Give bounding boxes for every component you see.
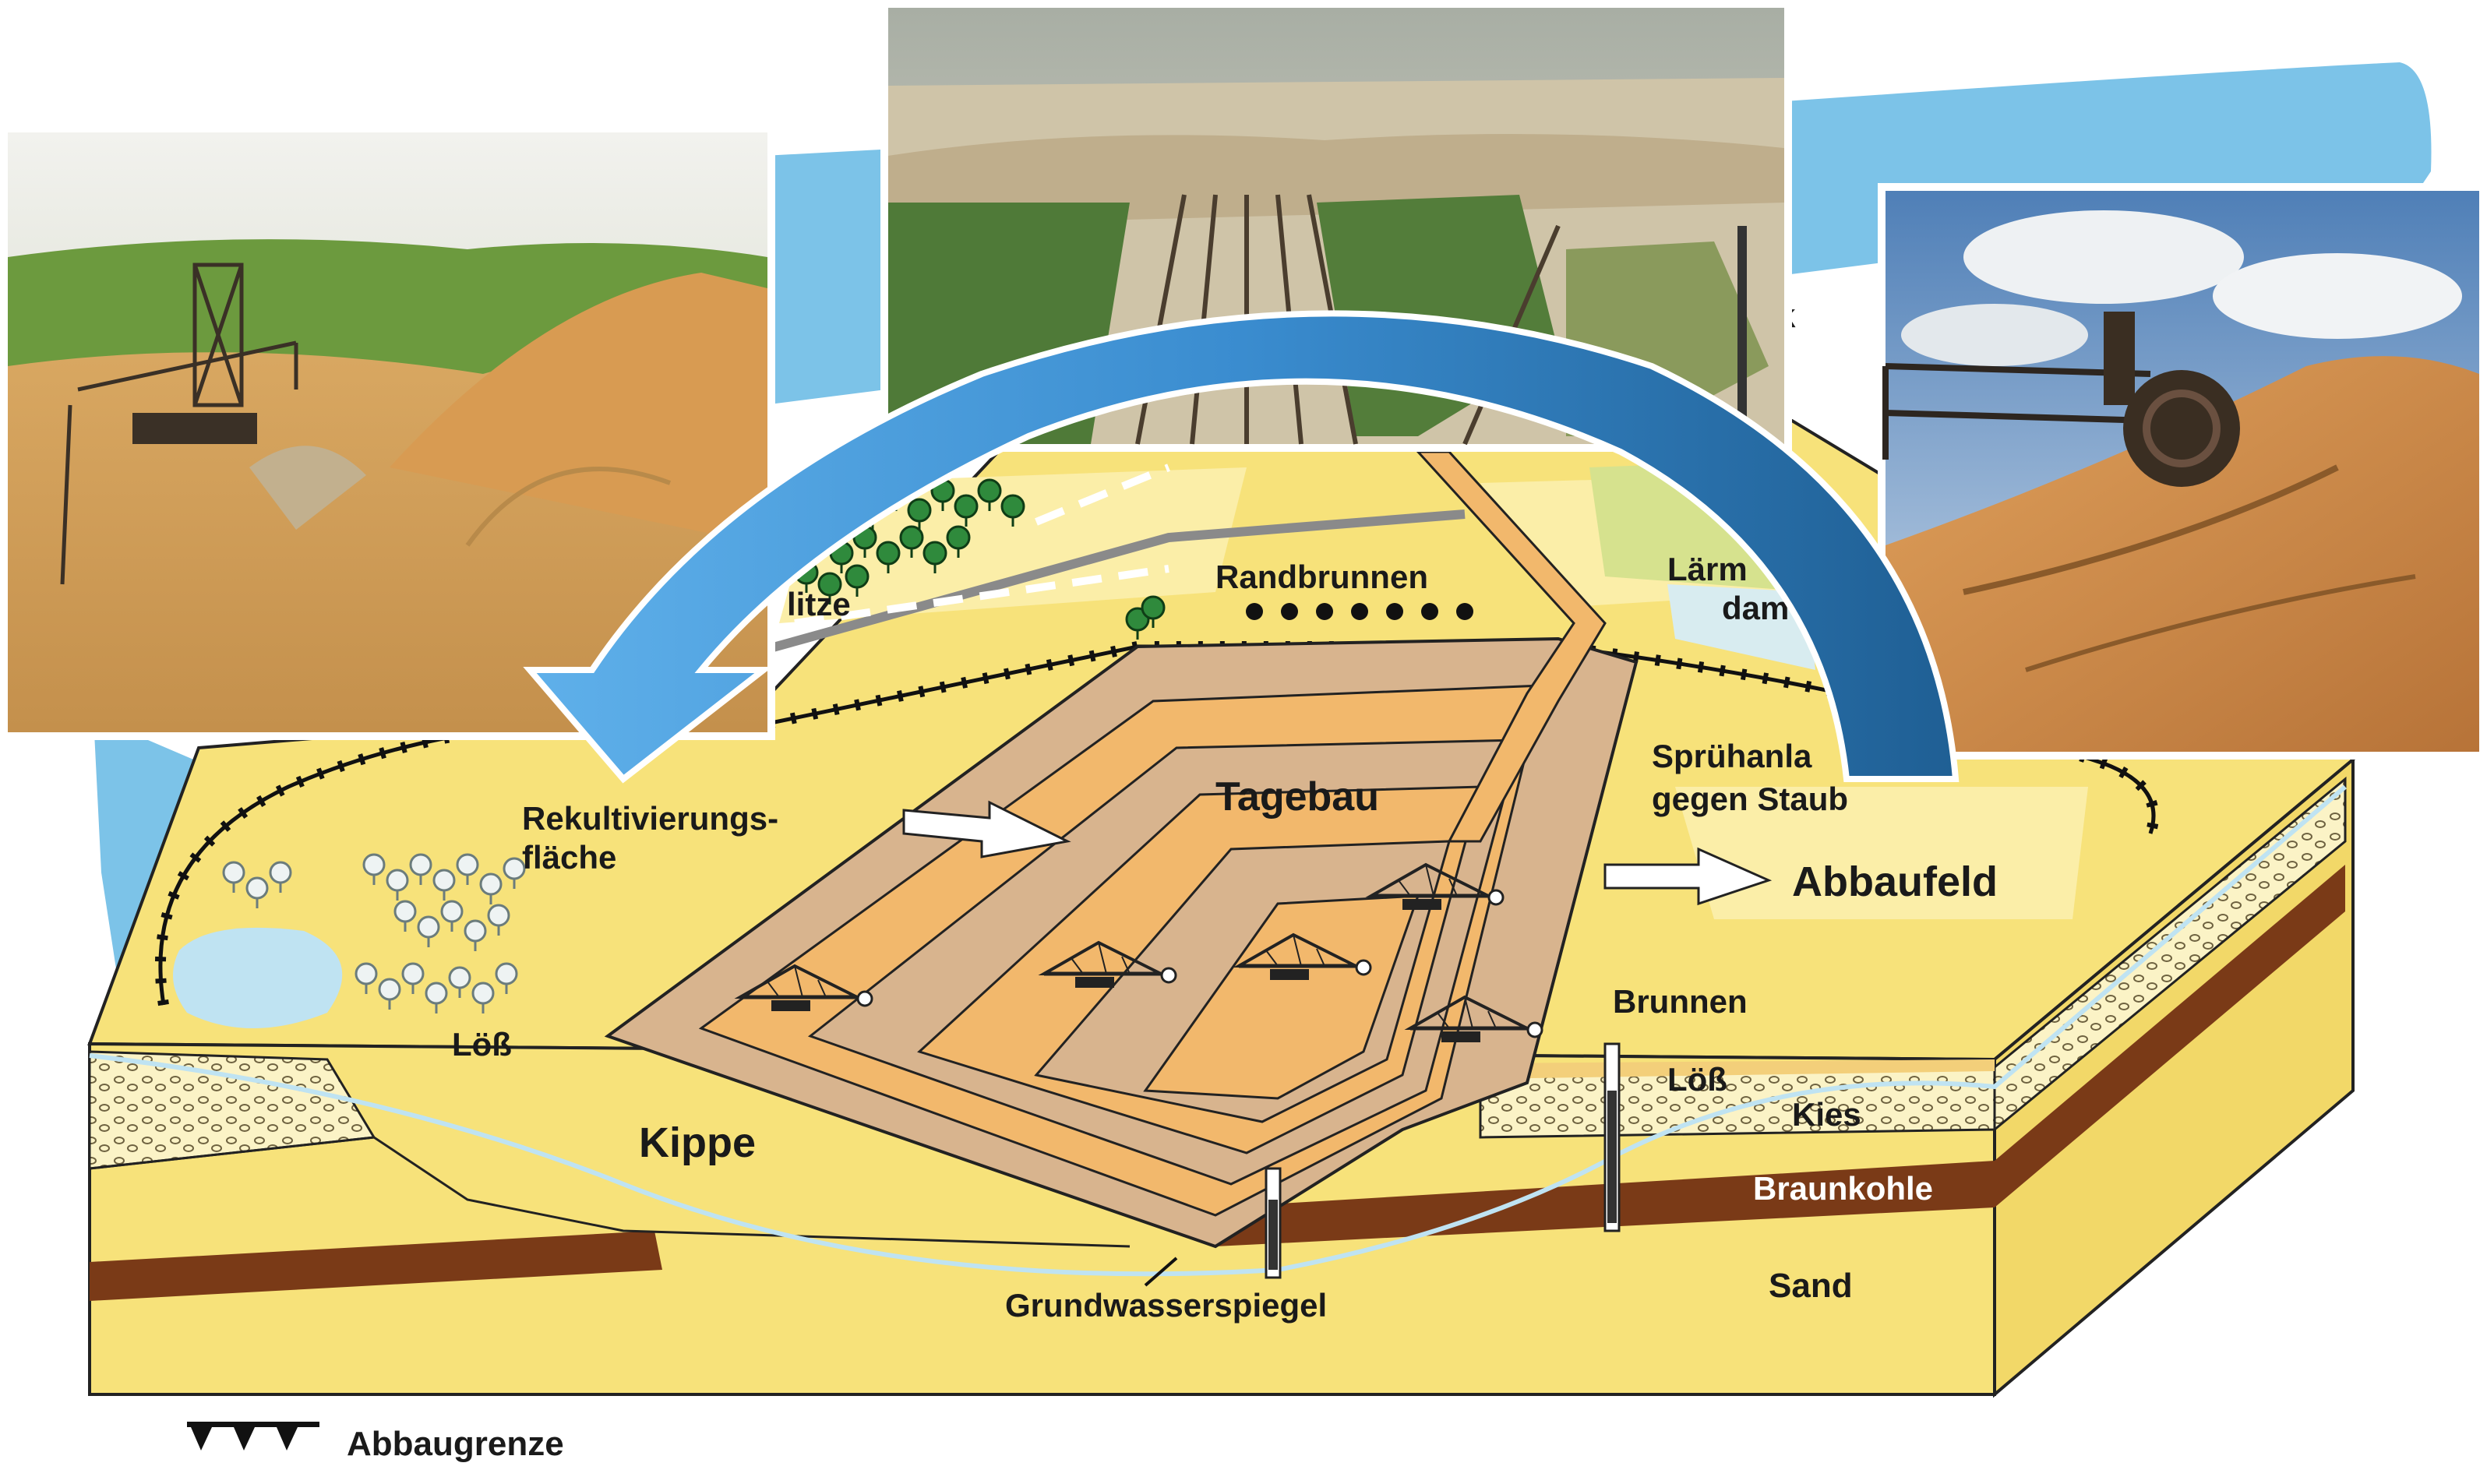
label-grundwasserspiegel: Grundwasserspiegel [1005, 1287, 1327, 1324]
label-kies: Kies [1792, 1096, 1861, 1133]
label-kippe: Kippe [639, 1119, 756, 1166]
label-laerm-1: Lärm [1667, 551, 1748, 587]
label-rekultivierung-1: Rekultivierungs- [522, 800, 778, 837]
label-spruehanlage-1: Sprühanla [1652, 738, 1812, 774]
groundwater-pointer [1144, 1257, 1178, 1287]
legend-abbaugrenze: Abbaugrenze [187, 1422, 564, 1463]
lake [173, 927, 343, 1028]
label-loess-left: Löß [452, 1026, 512, 1063]
well-pipes [1265, 1042, 1621, 1279]
label-abbaufeld: Abbaufeld [1792, 858, 1998, 905]
conveyor-ramp [1415, 450, 1607, 843]
label-tagebau: Tagebau [1215, 774, 1379, 820]
label-sand: Sand [1769, 1267, 1853, 1305]
gravel-layer-side [1993, 776, 2347, 1133]
side-face-sand [1993, 756, 2355, 1398]
label-laerm-2: dam [1722, 590, 1789, 626]
photo-right [1878, 183, 2487, 760]
label-brunnen: Brunnen [1613, 983, 1748, 1020]
legend-boundary-symbol [187, 1422, 319, 1451]
sky-background [93, 717, 203, 974]
edge-wells [1246, 603, 1473, 620]
brown-coal-side [1995, 865, 2345, 1207]
direction-arrow-left [902, 800, 1071, 858]
field-blue-water [1667, 584, 1815, 670]
label-loess-right: Löß [1667, 1061, 1727, 1098]
process-cycle-arrow [523, 310, 1960, 784]
road-dashed [794, 565, 1169, 627]
groundwater-line [89, 784, 2347, 1277]
label-place-fragment: litze [787, 586, 851, 622]
road-dashed-2 [1035, 464, 1170, 526]
direction-arrow-right [1603, 847, 1773, 906]
brown-coal-left [90, 1231, 662, 1301]
field-light-3 [1675, 787, 2088, 919]
road [746, 509, 1466, 659]
pit-terrace-5 [1143, 894, 1420, 1100]
label-rekultivierung-2: fläche [522, 839, 616, 876]
label-braunkohle: Braunkohle [1753, 1170, 1933, 1207]
label-spruehanlage-2: gegen Staub [1652, 781, 1848, 817]
label-randbrunnen: Randbrunnen [1215, 559, 1428, 595]
legend-label-abbaugrenze: Abbaugrenze [347, 1425, 564, 1463]
